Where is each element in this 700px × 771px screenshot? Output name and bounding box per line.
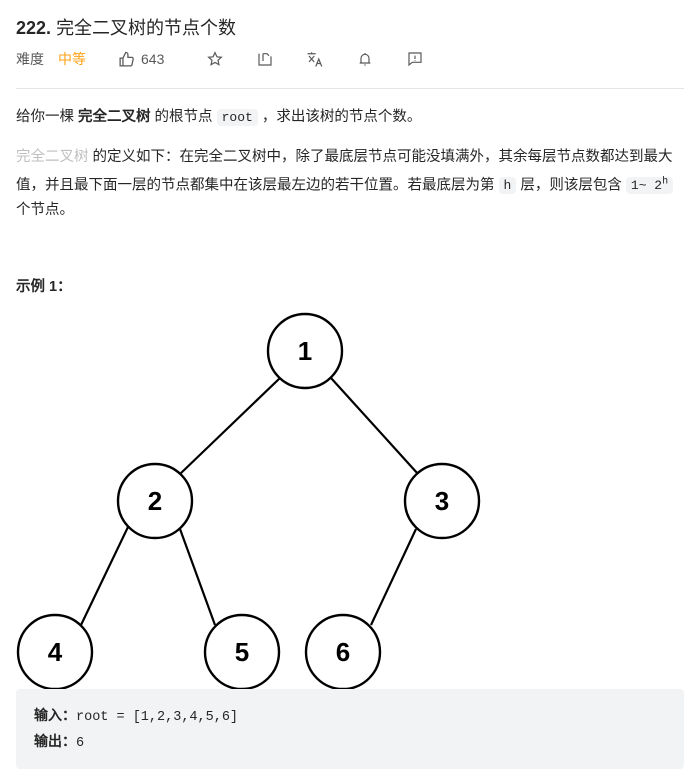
example-title: 示例 1： xyxy=(16,279,72,295)
translate-icon xyxy=(307,52,323,67)
example-input: 输入：root = [1,2,3,4,5,6] xyxy=(34,705,238,725)
inline-code-h: h xyxy=(498,177,517,195)
text: 个节点。 xyxy=(16,202,74,219)
feedback-icon xyxy=(408,52,422,67)
problem-meta-bar: 难度 中等 643 xyxy=(16,48,456,70)
input-label: 输入： xyxy=(34,707,76,723)
problem-name: 完全二叉树的节点个数 xyxy=(56,18,237,38)
tree-node: 1 xyxy=(266,312,344,390)
binary-tree-diagram: 1 2 3 4 5 6 xyxy=(16,312,481,690)
description-paragraph-1: 给你一棵 完全二叉树 的根节点 root ，求出该树的节点个数。 xyxy=(16,105,688,130)
tree-node: 4 xyxy=(16,613,94,690)
text: 1~ 2 xyxy=(630,178,663,194)
svg-text:5: 5 xyxy=(235,637,249,667)
feedback-button[interactable] xyxy=(406,50,424,68)
thumbs-up-icon xyxy=(119,51,134,67)
text: ，求出该树的节点个数。 xyxy=(257,109,422,125)
tree-node: 3 xyxy=(403,462,481,540)
like-button[interactable]: 643 xyxy=(118,51,164,68)
star-icon xyxy=(207,51,224,66)
bold-term: 完全二叉树 xyxy=(78,109,151,125)
text: 的根节点 xyxy=(150,109,217,125)
tree-node: 2 xyxy=(116,462,194,540)
example-output: 输出：6 xyxy=(34,731,84,751)
output-label: 输出： xyxy=(34,733,76,749)
inline-code-root: root xyxy=(216,109,258,126)
text: 给你一棵 xyxy=(16,109,79,125)
translate-button[interactable] xyxy=(306,50,324,68)
share-icon xyxy=(258,53,272,66)
difficulty-label: 难度 xyxy=(16,51,44,67)
text: 层，则该层包含 xyxy=(516,177,626,194)
like-count: 643 xyxy=(141,51,165,67)
input-value: root = [1,2,3,4,5,6] xyxy=(76,710,239,725)
svg-text:4: 4 xyxy=(48,637,63,667)
bell-icon xyxy=(360,53,371,66)
share-button[interactable] xyxy=(256,50,274,68)
example-block: 输入：root = [1,2,3,4,5,6] 输出：6 xyxy=(16,689,684,769)
inline-code-range: 1~ 2h xyxy=(625,177,674,195)
problem-number: 222. xyxy=(16,18,52,38)
svg-text:1: 1 xyxy=(298,336,312,366)
complete-binary-tree-link[interactable]: 完全二叉树 xyxy=(16,149,89,165)
svg-text:3: 3 xyxy=(435,486,449,516)
divider xyxy=(16,88,684,89)
tree-node: 5 xyxy=(203,613,281,690)
description-paragraph-2: 完全二叉树 的定义如下：在完全二叉树中，除了最底层节点可能没填满外，其余每层节点… xyxy=(16,145,688,223)
svg-text:6: 6 xyxy=(336,637,350,667)
notification-button[interactable] xyxy=(356,50,374,68)
output-value: 6 xyxy=(76,736,85,751)
text: 的定义如下：在完全二叉树中，除了最底层节点可能没填满外，其余每层节点数都达到最大… xyxy=(16,149,673,194)
favorite-button[interactable] xyxy=(206,50,224,68)
tree-node: 6 xyxy=(304,613,382,690)
svg-text:2: 2 xyxy=(148,486,162,516)
difficulty-badge: 中等 xyxy=(58,51,86,67)
superscript: h xyxy=(662,177,669,188)
problem-title: 222. 完全二叉树的节点个数 xyxy=(16,14,236,40)
